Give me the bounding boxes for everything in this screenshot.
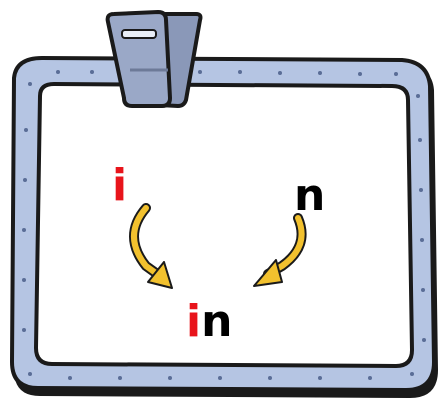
blended-word-consonant: n xyxy=(201,296,232,347)
binder-clip-icon xyxy=(108,12,201,106)
blended-word: in xyxy=(186,300,232,344)
top-letter-n: n xyxy=(294,174,325,218)
top-letter-i: i xyxy=(112,164,127,208)
blended-word-vowel: i xyxy=(186,296,201,347)
